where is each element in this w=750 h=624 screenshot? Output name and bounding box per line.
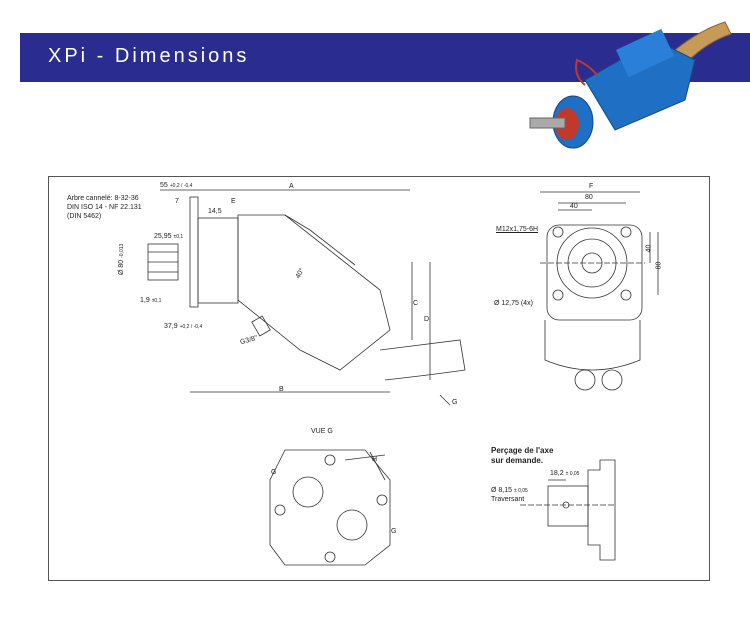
detail-title-1: Perçage de l'axe (491, 446, 554, 455)
dim-F: F (589, 183, 594, 190)
vue-g-port-1: G (271, 469, 277, 476)
dim-80-h: 80 (585, 194, 593, 201)
dim-14-5: 14,5 (208, 208, 222, 215)
dim-H: H (372, 456, 378, 463)
spline-note-1: Arbre cannelé: 8-32-36 (67, 195, 139, 202)
spline-note-2: DIN ISO 14 - NF 22.131 (67, 204, 142, 211)
dim-1-9: 1,9 ±0,1 (140, 297, 162, 304)
thread-label: M12x1,75-6H (496, 226, 539, 233)
dim-diam-80: Ø 80 -0,013 (118, 243, 125, 275)
dim-37-9: 37,9 +0,2 / -0,4 (164, 323, 203, 330)
through-label: Traversant (491, 496, 525, 503)
dim-40-h: 40 (570, 203, 578, 210)
dim-B: B (279, 386, 284, 393)
detail-drawing (520, 459, 616, 561)
side-view-drawing (147, 189, 466, 406)
dim-55: 55 +0,2 / -0,4 (160, 182, 193, 189)
dim-E: E (231, 198, 236, 205)
dim-40-v: 40 (645, 244, 653, 253)
vue-g-drawing (269, 449, 391, 566)
view-arrow-G: G (452, 399, 458, 406)
vue-g-title: VUE G (311, 428, 333, 435)
dim-7: 7 (175, 198, 179, 205)
pump-photo (525, 10, 750, 155)
dim-18-2: 18,2 ± 0,05 (550, 470, 580, 477)
dim-25-95: 25,95 ±0,1 (154, 233, 184, 240)
dim-A: A (289, 183, 294, 190)
dim-80-v: 80 (655, 261, 663, 270)
detail-title-2: sur demande. (491, 456, 544, 465)
dim-D: D (424, 316, 430, 323)
spline-note-3: (DIN 5462) (67, 213, 102, 220)
page-title: XPi - Dimensions (48, 45, 250, 67)
drawing-frame (48, 176, 710, 581)
holes-label: Ø 12,75 (4x) (494, 300, 533, 307)
dim-8-15: Ø 8,15 ± 0,05 (491, 487, 528, 494)
front-view-drawing (540, 191, 659, 391)
vue-g-port-2: G (391, 528, 397, 535)
dim-C: C (413, 300, 419, 307)
